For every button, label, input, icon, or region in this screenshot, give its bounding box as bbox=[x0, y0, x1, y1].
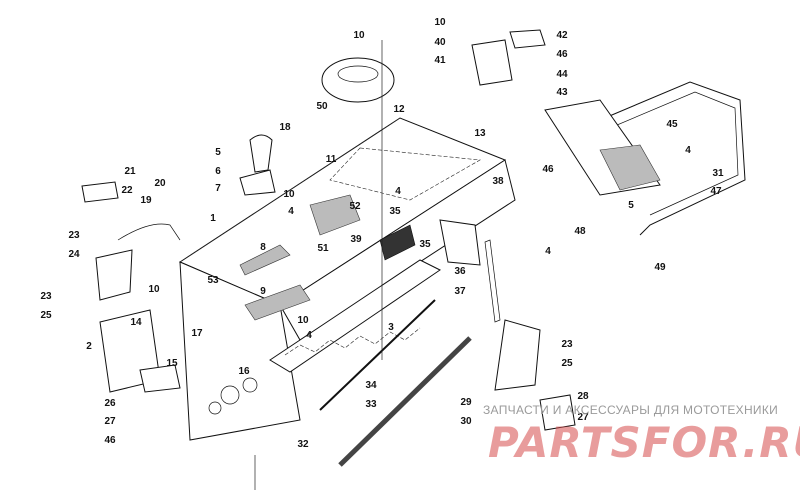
callout-c49: 49 bbox=[654, 262, 666, 273]
callout-c23a: 23 bbox=[68, 230, 80, 241]
callout-c36: 36 bbox=[454, 266, 466, 277]
callout-c44: 44 bbox=[556, 69, 568, 80]
callout-c47: 47 bbox=[710, 186, 722, 197]
callout-c42: 42 bbox=[556, 30, 568, 41]
callout-c45: 45 bbox=[666, 119, 678, 130]
callout-c17: 17 bbox=[191, 328, 203, 339]
callout-c26: 26 bbox=[104, 398, 116, 409]
callout-c23b: 23 bbox=[40, 291, 52, 302]
callout-c46b: 46 bbox=[542, 164, 554, 175]
callout-c27a: 27 bbox=[104, 416, 116, 427]
callout-c53: 53 bbox=[207, 275, 219, 286]
callout-c29: 29 bbox=[460, 397, 472, 408]
right-plates bbox=[439, 219, 576, 431]
callout-c43: 43 bbox=[556, 87, 568, 98]
callout-c22: 22 bbox=[121, 185, 133, 196]
callout-c30: 30 bbox=[460, 416, 472, 427]
callout-c52: 52 bbox=[349, 201, 361, 212]
callout-c4b: 4 bbox=[395, 186, 401, 197]
callout-c24: 24 bbox=[68, 249, 80, 260]
callout-c18: 18 bbox=[279, 122, 291, 133]
callout-c14: 14 bbox=[130, 317, 142, 328]
callout-c38: 38 bbox=[492, 176, 504, 187]
callout-c28: 28 bbox=[577, 391, 589, 402]
callout-c19: 19 bbox=[140, 195, 152, 206]
callout-c9: 9 bbox=[260, 286, 266, 297]
callout-c25a: 25 bbox=[40, 310, 52, 321]
callout-c23c: 23 bbox=[561, 339, 573, 350]
seat-pad bbox=[321, 57, 395, 103]
callout-c1: 1 bbox=[210, 213, 216, 224]
callout-c33: 33 bbox=[365, 399, 377, 410]
top-brackets bbox=[471, 29, 546, 86]
callout-c2: 2 bbox=[86, 341, 92, 352]
callout-c46c: 46 bbox=[104, 435, 116, 446]
callout-c32: 32 bbox=[297, 439, 309, 450]
callout-c27b: 27 bbox=[577, 412, 589, 423]
callout-c34: 34 bbox=[365, 380, 377, 391]
callout-c6: 6 bbox=[215, 166, 221, 177]
callout-c11: 11 bbox=[326, 154, 337, 165]
callout-c12: 12 bbox=[393, 104, 405, 115]
callout-c41: 41 bbox=[434, 55, 446, 66]
callout-c31: 31 bbox=[712, 168, 724, 179]
callout-c21: 21 bbox=[124, 166, 136, 177]
callout-c35b: 35 bbox=[419, 239, 431, 250]
callout-c37: 37 bbox=[454, 286, 466, 297]
callout-c20: 20 bbox=[154, 178, 166, 189]
reference-lines bbox=[185, 40, 401, 490]
callout-c16: 16 bbox=[238, 366, 250, 377]
rods bbox=[319, 299, 472, 467]
callout-c48: 48 bbox=[574, 226, 586, 237]
rear-rack bbox=[544, 81, 746, 236]
callout-c4a: 4 bbox=[685, 145, 691, 156]
callout-c50: 50 bbox=[316, 101, 328, 112]
callout-c4d: 4 bbox=[545, 246, 551, 257]
watermark-caption: ЗАПЧАСТИ И АКСЕССУАРЫ ДЛЯ МОТОТЕХНИКИ bbox=[483, 403, 779, 417]
callout-c4c: 4 bbox=[288, 206, 294, 217]
tunnel-assembly bbox=[178, 117, 516, 441]
callout-c15: 15 bbox=[166, 358, 178, 369]
rail-extrusion bbox=[269, 224, 441, 373]
callout-c25b: 25 bbox=[561, 358, 573, 369]
callout-c10e: 10 bbox=[297, 315, 309, 326]
callout-c46a: 46 bbox=[556, 49, 568, 60]
callout-c5a: 5 bbox=[215, 147, 221, 158]
callout-c4e: 4 bbox=[306, 330, 312, 341]
callout-c40: 40 bbox=[434, 37, 446, 48]
callout-c10a: 10 bbox=[353, 30, 365, 41]
callout-c3: 3 bbox=[388, 322, 394, 333]
callout-c7: 7 bbox=[215, 183, 221, 194]
callout-c10d: 10 bbox=[148, 284, 160, 295]
callout-c5b: 5 bbox=[628, 200, 634, 211]
callout-c8: 8 bbox=[260, 242, 266, 253]
callout-c35a: 35 bbox=[389, 206, 401, 217]
callout-c10b: 10 bbox=[434, 17, 446, 28]
watermark-logo: PARTSFOR.RU bbox=[488, 418, 800, 467]
callout-c39: 39 bbox=[350, 234, 362, 245]
callout-c10c: 10 bbox=[283, 189, 295, 200]
callout-c51: 51 bbox=[317, 243, 329, 254]
callout-c13: 13 bbox=[474, 128, 486, 139]
front-brackets bbox=[81, 134, 276, 393]
